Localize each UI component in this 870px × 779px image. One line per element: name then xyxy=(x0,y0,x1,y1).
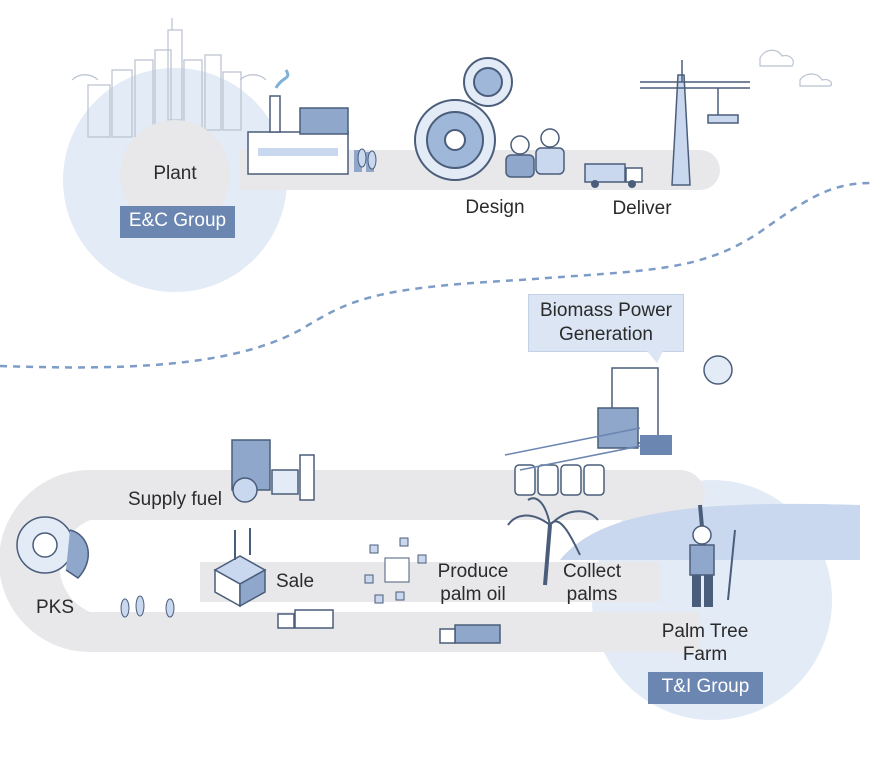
tree-icon xyxy=(120,148,377,618)
biomass-power-generation-callout: Biomass Power Generation xyxy=(528,294,684,363)
sun-icon xyxy=(703,355,733,385)
factory-icon xyxy=(247,69,374,175)
truck-icon xyxy=(277,609,501,644)
boiler-icon xyxy=(231,439,315,503)
farm-line-1: Palm Tree xyxy=(661,621,749,642)
collect-palms-label: Collect palms xyxy=(552,560,632,606)
bottom-road-lower xyxy=(90,612,700,652)
power-plant-icon xyxy=(597,367,672,455)
pks-label: PKS xyxy=(35,597,75,618)
palm-tree-farm-label: Palm Tree Farm xyxy=(650,620,760,666)
supply-fuel-label: Supply fuel xyxy=(127,489,222,510)
crane-icon xyxy=(640,60,750,186)
plant-node-circle xyxy=(120,120,230,230)
produce-palm-oil-label: Produce palm oil xyxy=(428,560,518,606)
cloud-icon xyxy=(759,49,833,87)
truck-icon xyxy=(584,163,643,188)
sale-label: Sale xyxy=(275,571,315,592)
cityscape-icon xyxy=(71,18,267,138)
plant-label: Plant xyxy=(153,163,197,184)
box-icon xyxy=(213,528,267,608)
divider-dashed-line xyxy=(0,181,870,369)
worker-icon xyxy=(505,128,565,178)
e-and-c-group-badge: E&C Group xyxy=(120,206,235,238)
design-label: Design xyxy=(465,197,525,218)
produce-line-2: palm oil xyxy=(440,584,506,605)
pks-pellet-icon xyxy=(16,516,89,579)
farm-line-2: Farm xyxy=(682,644,728,665)
callout-line-2: Generation xyxy=(558,324,653,345)
t-and-i-group-badge: T&I Group xyxy=(648,672,763,704)
gear-icon xyxy=(414,57,513,181)
callout-tail xyxy=(647,351,663,363)
produce-line-1: Produce xyxy=(437,561,509,582)
callout-line-1: Biomass Power xyxy=(540,300,672,321)
farmer-icon xyxy=(689,525,736,607)
deliver-label: Deliver xyxy=(612,198,672,219)
collect-line-1: Collect xyxy=(562,561,622,582)
collect-line-2: palms xyxy=(566,584,618,605)
silo-icon xyxy=(504,427,661,496)
cubes-icon xyxy=(364,537,427,604)
